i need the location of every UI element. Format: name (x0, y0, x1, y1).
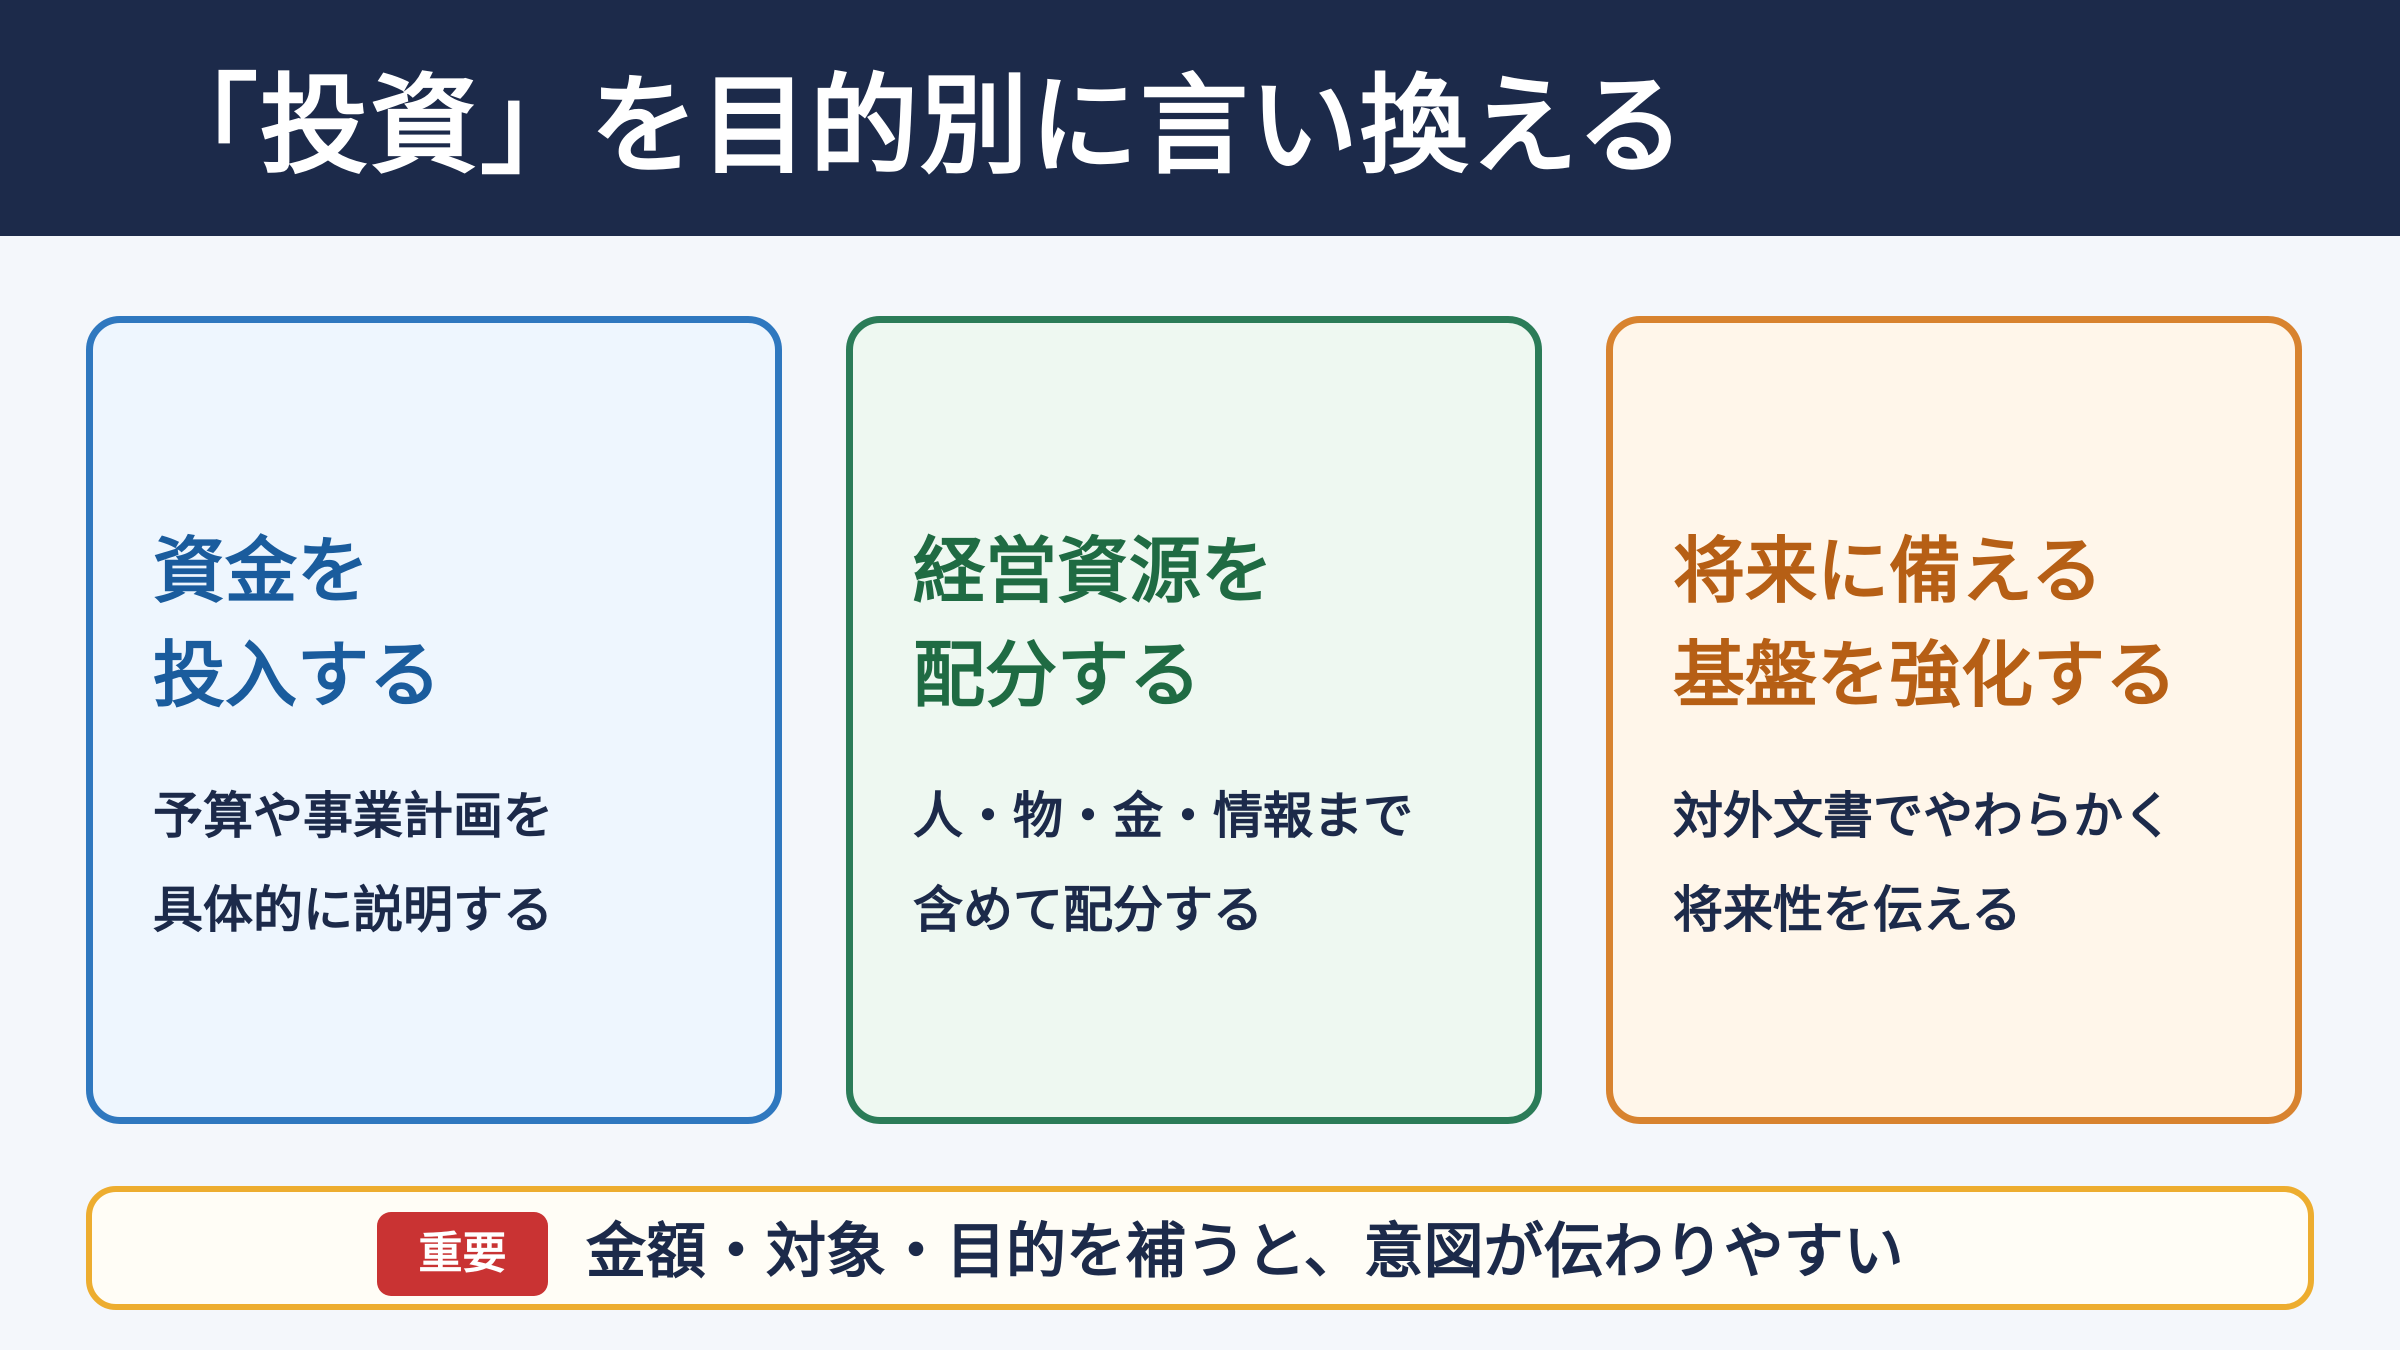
card-description-line: 将来性を伝える (1673, 881, 2022, 939)
card-description: 予算や事業計画を 具体的に説明する (153, 769, 553, 957)
card-heading-line: 経営資源を (913, 529, 1274, 613)
card-description: 対外文書でやわらかく 将来性を伝える (1673, 769, 2173, 957)
header-bar: 「投資」を目的別に言い換える (0, 0, 2400, 236)
card-description-line: 対外文書でやわらかく (1673, 787, 2173, 845)
card-heading: 経営資源を 配分する (913, 519, 1273, 727)
card-future-foundation: 将来に備える 基盤を強化する 対外文書でやわらかく 将来性を伝える (1606, 316, 2302, 1124)
important-note-bar: 重要 金額・対象・目的を補うと、意図が伝わりやすい (86, 1186, 2314, 1310)
page-title: 「投資」を目的別に言い換える (150, 64, 1687, 189)
card-heading-line: 資金を (153, 529, 370, 613)
card-heading-line: 配分する (913, 633, 1202, 717)
important-badge: 重要 (377, 1212, 548, 1296)
card-description-line: 具体的に説明する (153, 881, 553, 939)
card-description-line: 予算や事業計画を (153, 787, 553, 845)
card-description-line: 人・物・金・情報まで (913, 787, 1413, 845)
card-heading: 将来に備える 基盤を強化する (1673, 519, 2177, 727)
card-description: 人・物・金・情報まで 含めて配分する (913, 769, 1413, 957)
card-heading: 資金を 投入する (153, 519, 441, 727)
important-note-text: 金額・対象・目的を補うと、意図が伝わりやすい (586, 1217, 1904, 1287)
card-heading-line: 基盤を強化する (1673, 633, 2178, 717)
card-heading-line: 投入する (153, 633, 442, 717)
card-fund-investment: 資金を 投入する 予算や事業計画を 具体的に説明する (86, 316, 782, 1124)
card-resource-allocation: 経営資源を 配分する 人・物・金・情報まで 含めて配分する (846, 316, 1542, 1124)
card-description-line: 含めて配分する (913, 881, 1263, 939)
card-heading-line: 将来に備える (1673, 529, 2103, 613)
